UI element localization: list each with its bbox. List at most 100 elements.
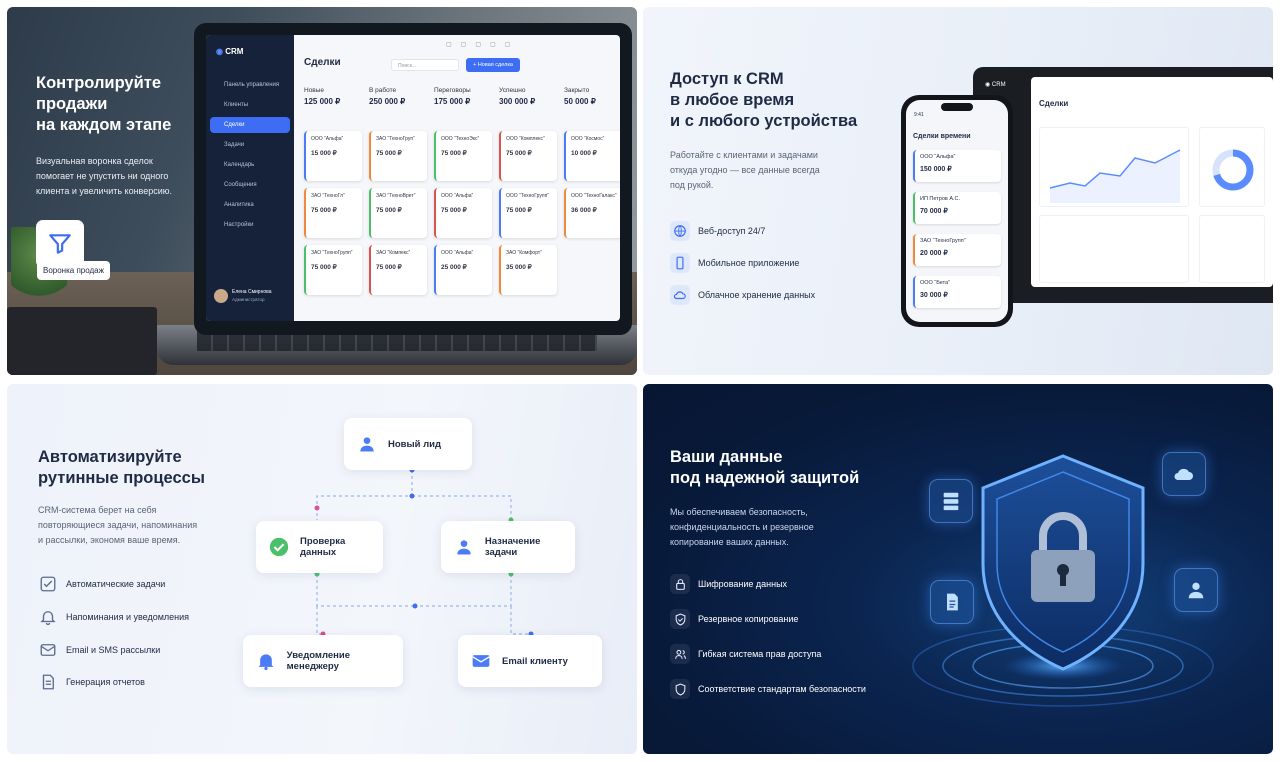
deal-amount: 36 000 ₽: [571, 207, 597, 214]
phone-deal-card[interactable]: ООО “Бета”30 000 ₽: [913, 276, 1001, 308]
panel1-heading: Контролируйте продажи на каждом этапе: [36, 74, 172, 134]
deal-card[interactable]: ЗАО “Компекс” 75 000 ₽: [369, 245, 427, 295]
mail-icon: [470, 650, 492, 672]
deal-card[interactable]: ЗАО “ТехноГрупп”75 000 ₽: [304, 245, 362, 295]
node-new-lead: Новый лид: [344, 418, 472, 470]
user-role: Администратор: [232, 297, 265, 302]
users-icon: [670, 644, 690, 664]
deal-card[interactable]: ООО “Альфа”75 000 ₽: [434, 188, 492, 238]
server-icon: [929, 479, 973, 523]
search-input[interactable]: Поиск...: [391, 59, 459, 71]
feature-web: Веб-доступ 24/7: [698, 226, 766, 236]
deal-card[interactable]: ЗАО “ТехноВрет”75 000 ₽: [369, 188, 427, 238]
deal-amount: 25 000 ₽: [441, 264, 467, 271]
deal-card[interactable]: ООО “ТехноГалакс”36 000 ₽: [564, 188, 620, 238]
funnel-label: Воронка продаж: [37, 261, 110, 280]
deal-card[interactable]: ООО “Комплекс”75 000 ₽: [499, 131, 557, 181]
deal-card[interactable]: ООО “Космос”10 000 ₽: [564, 131, 620, 181]
panel-access: Доступ к CRM в любое время и с любого ус…: [643, 7, 1273, 375]
crm-app-screen: ◉ CRM Панель управления Клиенты Сделки З…: [206, 35, 620, 321]
deal-card[interactable]: ООО “ТехноЭкс”75 000 ₽: [434, 131, 492, 181]
deal-amount: 75 000 ₽: [441, 150, 467, 157]
panel2-heading: Доступ к CRM в любое время и с любого ус…: [670, 70, 858, 130]
funnel-icon-card: [36, 220, 84, 268]
column-title: В работе: [369, 87, 397, 94]
phone-deal-amount: 30 000 ₽: [920, 292, 948, 299]
nav-dashboard[interactable]: Панель управления: [224, 82, 280, 88]
deal-amount: 35 000 ₽: [506, 264, 532, 271]
mobile-phone: 9:41 Сделки времени ООО “Альфа”150 000 ₽…: [901, 95, 1013, 327]
mail-icon: [38, 640, 58, 660]
desktop-list: [1199, 215, 1265, 283]
nav-settings[interactable]: Настройки: [224, 222, 254, 228]
deal-name: ЗАО “Компекс”: [376, 250, 411, 256]
deal-card[interactable]: ООО “Альфа”15 000 ₽: [304, 131, 362, 181]
nav-tasks[interactable]: Задачи: [224, 142, 245, 148]
deal-name: ООО “Альфа”: [441, 193, 474, 199]
column-title: Новые: [304, 87, 325, 94]
feature-encryption: Шифрование данных: [698, 579, 788, 589]
notebook-image: [7, 307, 157, 375]
feature-standards: Соответствие стандартам безопасности: [698, 684, 866, 694]
deal-card[interactable]: ЗАО “ТехноГруп”75 000 ₽: [369, 131, 427, 181]
phone-deal-name: ООО “Альфа”: [920, 154, 956, 160]
phone-deal-name: ИП Петров А.С.: [920, 196, 961, 202]
panel4-heading: Ваши данные под надежной защитой: [670, 448, 860, 487]
column-title: Успешно: [499, 87, 526, 94]
nav-clients[interactable]: Клиенты: [224, 102, 249, 108]
deal-name: ООО “Альфа”: [311, 136, 344, 142]
nav-deals[interactable]: Сделки: [210, 117, 290, 133]
kanban-column: В работе 250 000 ₽: [369, 87, 429, 106]
node-task-assign: Назначение задачи: [441, 521, 575, 573]
deal-amount: 75 000 ₽: [376, 150, 402, 157]
phone-deal-amount: 70 000 ₽: [920, 208, 948, 215]
avatar: [214, 289, 228, 303]
nav-calendar[interactable]: Календарь: [224, 162, 255, 168]
panel1-text: Визуальная воронка сделок помогает не уп…: [36, 156, 173, 196]
nav-messages[interactable]: Сообщения: [224, 182, 257, 188]
crm-logo: ◉ CRM: [216, 47, 244, 56]
panel3-heading: Автоматизируйте рутинные процессы: [38, 448, 205, 487]
desktop-screen: Сделки: [1031, 77, 1273, 287]
column-sum: 250 000 ₽: [369, 97, 406, 106]
phone-deal-card[interactable]: ИП Петров А.С. 70 000 ₽: [913, 192, 1001, 224]
column-title: Закрыто: [564, 87, 590, 94]
deal-card[interactable]: ЗАО “ТехноГл”75 000 ₽: [304, 188, 362, 238]
panel4-text: Мы обеспечиваем безопасность, конфиденци…: [670, 507, 814, 547]
panel2-text: Работайте с клиентами и задачами откуда …: [670, 150, 820, 190]
deal-name: ЗАО “ТехноГрупп”: [311, 250, 353, 256]
panel3-text: CRM-система берет на себя повторяющиеся …: [38, 505, 198, 545]
deal-amount: 75 000 ₽: [376, 207, 402, 214]
new-deal-button[interactable]: + Новая сделка: [466, 58, 520, 72]
column-sum: 175 000 ₽: [434, 97, 471, 106]
user-icon: [453, 536, 475, 558]
deal-amount: 75 000 ₽: [376, 264, 402, 271]
feature-access-rights: Гибкая система прав доступа: [698, 649, 822, 659]
column-sum: 300 000 ₽: [499, 97, 536, 106]
feature-auto-tasks: Автоматические задачи: [66, 579, 166, 589]
lock-icon: [670, 574, 690, 594]
deal-card[interactable]: ООО “ТехноГрупп”75 000 ₽: [499, 188, 557, 238]
desktop-monitor: ◉ CRM Сделки: [973, 67, 1273, 303]
feature-mailing: Email и SMS рассылки: [66, 645, 161, 655]
phone-time: 9:41: [914, 112, 924, 118]
deal-amount: 75 000 ₽: [311, 207, 337, 214]
panel-security: Ваши данные под надежной защитой Мы обес…: [643, 384, 1273, 754]
user-icon: [356, 433, 378, 455]
nav-analytics[interactable]: Аналитика: [224, 202, 254, 208]
toolbar-icons[interactable]: ▢▢▢▢▢: [446, 42, 520, 48]
phone-title: Сделки времени: [913, 133, 971, 140]
feature-cloud: Облачное хранение данных: [698, 290, 816, 300]
phone-deal-card[interactable]: ЗАО “ТехноГрупп”20 000 ₽: [913, 234, 1001, 266]
bell-icon: [38, 607, 58, 627]
deal-card[interactable]: ЗАО “Комфорт”35 000 ₽: [499, 245, 557, 295]
phone-deal-card[interactable]: ООО “Альфа”150 000 ₽: [913, 150, 1001, 182]
kanban-column: Успешно 300 000 ₽: [499, 87, 559, 106]
deal-amount: 75 000 ₽: [506, 207, 532, 214]
node-data-check: Проверка данных: [256, 521, 383, 573]
node-manager-notify: Уведомление менеджеру: [243, 635, 403, 687]
deal-card[interactable]: ООО “Альфа”25 000 ₽: [434, 245, 492, 295]
shield-check-icon: [670, 609, 690, 629]
panel-automation: Автоматизируйте рутинные процессы CRM-си…: [7, 384, 637, 754]
